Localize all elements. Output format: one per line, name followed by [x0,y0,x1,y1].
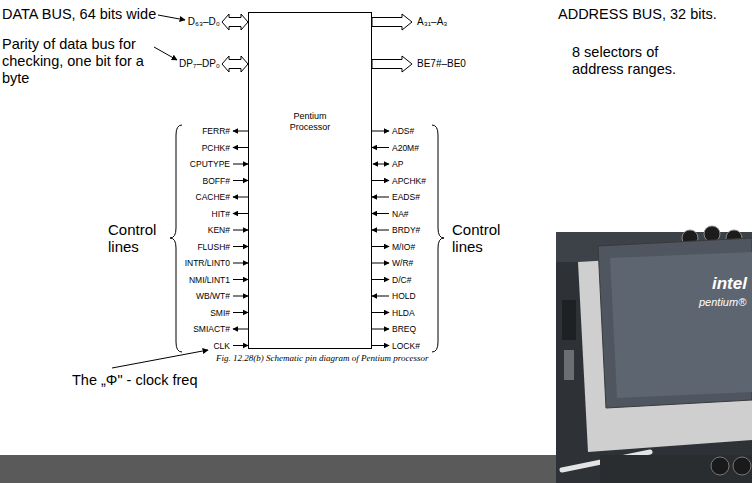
footer-bar [0,455,752,483]
pin-name: SMIACT# [193,324,230,334]
pin-name: M/IO# [392,242,415,252]
pin-name: HLDA [392,308,415,318]
pin-name: CLK [213,341,230,351]
pin-name: CPUTYPE [190,159,230,169]
pin-name: INTR/LINT0 [185,258,230,268]
group-annotation: Control lines [108,221,168,255]
pin-name: D/C# [392,275,411,285]
pin-name: HOLD [392,291,416,301]
chip-marking: pentium® [699,296,746,309]
bus-signal: BE7#–BE0 [417,58,466,70]
pin-name: AP [392,159,403,169]
pin-name: LOCK# [392,341,420,351]
clock-annotation: The „Φ" - clock freq [72,372,198,389]
figure-caption: Fig. 12.28(b) Schematic pin diagram of P… [216,353,428,364]
pin-name: ADS# [392,126,414,136]
pin-name: BREQ [392,324,416,334]
processor-name: Pentium Processor [279,111,341,133]
pin-name: SMI# [210,308,230,318]
pin-name: EADS# [392,192,420,202]
bus-signal: A₃₁–A₃ [417,16,447,28]
bus-signal: DP₇–DP₀ [179,58,220,70]
pin-name: A20M# [392,143,419,153]
pin-name: FERR# [202,126,230,136]
pin-name: WB/WT# [196,291,230,301]
pin-name: NA# [392,209,409,219]
pin-name: HIT# [212,209,230,219]
processor-box: Pentium Processor [248,12,372,349]
parity-annotation: Parity of data bus for checking, one bit… [2,36,172,87]
bus-annotation: ADDRESS BUS, 32 bits. [558,6,717,23]
pin-name: APCHK# [392,176,426,186]
pin-name: PCHK# [202,143,230,153]
selector-annotation: 8 selectors of address ranges. [572,44,702,78]
pin-name: FLUSH# [197,242,230,252]
pin-name: BRDY# [392,225,420,235]
pin-name: CACHE# [196,192,230,202]
pin-name: W/R# [392,258,413,268]
pin-name: BOFF# [203,176,230,186]
chip-marking: intel [712,274,747,293]
pin-name: KEN# [208,225,230,235]
processor-photo [556,226,752,483]
bus-annotation: DATA BUS, 64 bits wide [2,6,156,23]
pin-name: NMI/LINT1 [189,275,230,285]
bus-signal: D₆₃–D₀ [188,16,220,28]
group-annotation: Control lines [452,221,512,255]
